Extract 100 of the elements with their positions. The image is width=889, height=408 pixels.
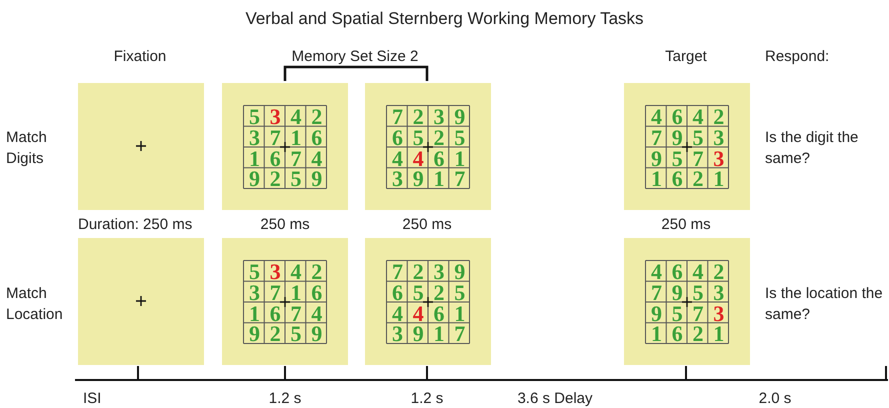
grid-digit: 7 [453,323,466,344]
row-label: Match Location [6,284,64,325]
grid-digit: 9 [650,148,663,168]
duration-label: Duration: 250 ms [78,216,192,234]
fixation-panel [78,238,204,365]
grid-digit: 7 [692,148,704,168]
grid-digit: 3 [391,323,404,344]
grid-digit: 1 [712,323,726,344]
grid-digit: 5 [692,282,704,303]
column-heading: Fixation [112,48,168,66]
grid-digit: 1 [432,168,446,190]
grid-digit: 4 [310,148,324,168]
grid-digit: 9 [670,126,684,148]
grid-digit: 5 [248,261,261,282]
grid-digit: 7 [650,126,663,148]
grid-digit: 2 [712,261,726,282]
grid-digit: 6 [268,148,282,168]
row-label: Match Digits [6,128,48,169]
duration-label: 250 ms [660,216,712,234]
grid-digit: 4 [412,148,425,168]
time-label: ISI [83,390,102,408]
grid-digit: 3 [712,282,726,303]
grid-digit: 2 [310,261,324,282]
grid-digit: 9 [650,302,663,324]
grid-digit: 7 [692,302,704,324]
grid-digit: 2 [432,126,446,148]
grid-digit: 7 [391,261,404,282]
grid-digit: 3 [712,148,726,168]
stimulus-panel [222,83,348,210]
grid-digit: 1 [650,323,663,344]
grid-digit: 3 [432,106,446,127]
grid-digit: 6 [310,126,324,148]
grid-digit: 4 [310,302,324,324]
question-text: Is the location the same? [765,284,884,325]
grid-digit: 2 [712,106,726,127]
column-heading: Memory Set Size 2 [290,48,420,66]
grid-digit: 3 [248,126,261,148]
grid-digit: 6 [268,302,282,324]
grid-digit: 3 [391,168,404,190]
grid-digit: 5 [453,126,466,148]
grid-digit: 3 [248,282,261,303]
time-label: 2.0 s [758,390,792,408]
grid-digit: 4 [650,261,663,282]
grid-digit: 7 [650,282,663,303]
grid-digit: 2 [268,168,282,190]
grid-digit: 1 [453,302,466,324]
grid-digit: 9 [248,323,261,344]
grid-digit: 2 [310,106,324,127]
grid-digit: 1 [712,168,726,190]
grid-digit: 9 [453,261,466,282]
grid-digit: 1 [248,148,261,168]
grid-digit: 5 [412,282,425,303]
grid-digit: 7 [290,302,302,324]
stimulus-panel [365,83,491,210]
grid-digit: 9 [412,323,425,344]
stimulus-panel [624,83,750,210]
question-text: Is the digit the same? [765,128,860,169]
grid-digit: 3 [712,302,726,324]
grid-digit: 7 [453,168,466,190]
grid-digit: 2 [412,106,425,127]
grid-digit: 9 [453,106,466,127]
grid-digit: 9 [670,282,684,303]
grid-digit: 5 [692,126,704,148]
grid-digit: 4 [412,302,425,324]
grid-digit: 6 [432,148,446,168]
grid-digit: 1 [290,282,302,303]
grid-digit: 1 [290,126,302,148]
grid-digit: 7 [290,148,302,168]
grid-digit: 9 [310,168,324,190]
grid-digit: 9 [248,168,261,190]
grid-digit: 6 [670,323,684,344]
grid-digit: 7 [391,106,404,127]
grid-digit: 6 [391,126,404,148]
grid-digit: 1 [650,168,663,190]
grid-digit: 6 [432,302,446,324]
grid-digit: 3 [432,261,446,282]
grid-digit: 4 [692,261,704,282]
grid-digit: 1 [248,302,261,324]
grid-digit: 5 [670,302,684,324]
title: Verbal and Spatial Sternberg Working Memory Tasks [244,10,645,28]
grid-digit: 2 [412,261,425,282]
grid-digit: 2 [268,323,282,344]
grid-digit: 9 [412,168,425,190]
grid-digit: 3 [268,106,282,127]
grid-digit: 9 [310,323,324,344]
grid-digit: 4 [290,261,302,282]
stimulus-panel [222,238,348,365]
duration-label: 250 ms [401,216,453,234]
stimulus-panel [365,238,491,365]
grid-digit: 3 [712,126,726,148]
grid-digit: 7 [268,126,282,148]
grid-digit: 6 [391,282,404,303]
grid-digit: 5 [290,168,302,190]
time-label: 3.6 s Delay [516,390,594,408]
grid-digit: 6 [670,106,684,127]
grid-digit: 4 [391,148,404,168]
grid-digit: 2 [692,168,704,190]
grid-digit: 1 [432,323,446,344]
fixation-panel [78,83,204,210]
grid-digit: 5 [453,282,466,303]
